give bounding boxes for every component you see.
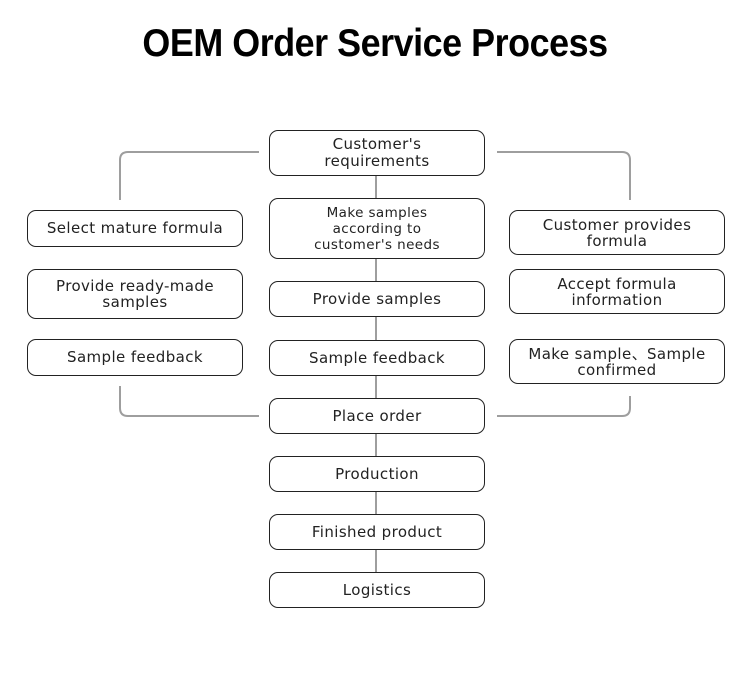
connector-right-bottom [497,396,631,417]
left-step-provide-ready-made-samples: Provide ready-made samples [27,269,243,319]
step-logistics: Logistics [269,572,485,608]
step-customer-requirements: Customer's requirements [269,130,485,176]
step-make-samples: Make samples according to customer's nee… [269,198,485,259]
page-title: OEM Order Service Process [142,22,608,65]
left-step-sample-feedback: Sample feedback [27,339,243,376]
right-step-accept-formula-information: Accept formula information [509,269,725,314]
connector-right-top [497,151,631,200]
connector-left-bottom [119,386,259,417]
connector-left-top [119,151,259,200]
step-finished-product: Finished product [269,514,485,550]
step-place-order: Place order [269,398,485,434]
right-step-customer-provides-formula: Customer provides formula [509,210,725,255]
left-step-select-mature-formula: Select mature formula [27,210,243,247]
step-sample-feedback: Sample feedback [269,340,485,376]
step-provide-samples: Provide samples [269,281,485,317]
step-production: Production [269,456,485,492]
right-step-make-sample-confirmed: Make sample、Sample confirmed [509,339,725,384]
